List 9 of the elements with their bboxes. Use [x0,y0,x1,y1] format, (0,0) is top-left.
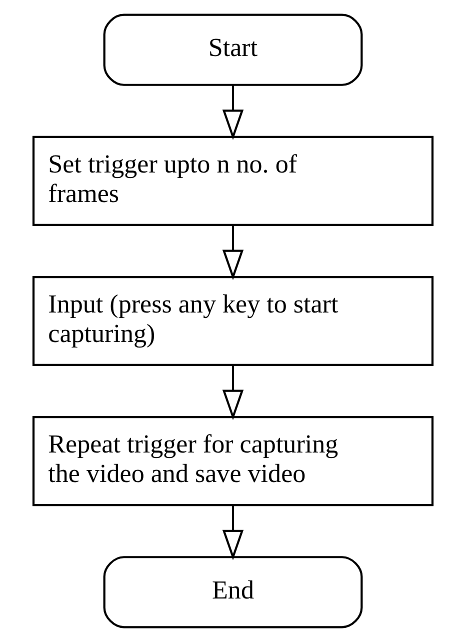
arrow [222,85,244,140]
arrow [222,225,244,280]
node-box: End [102,556,362,628]
node-box: Repeat trigger for capturing the video and save video [32,416,434,506]
node-box: Set trigger upto n no. of frames [32,136,434,226]
node-box: Input (press any key to start capturing) [32,276,434,366]
node-box: Start [102,14,362,86]
arrow [222,505,244,560]
arrow [222,365,244,420]
